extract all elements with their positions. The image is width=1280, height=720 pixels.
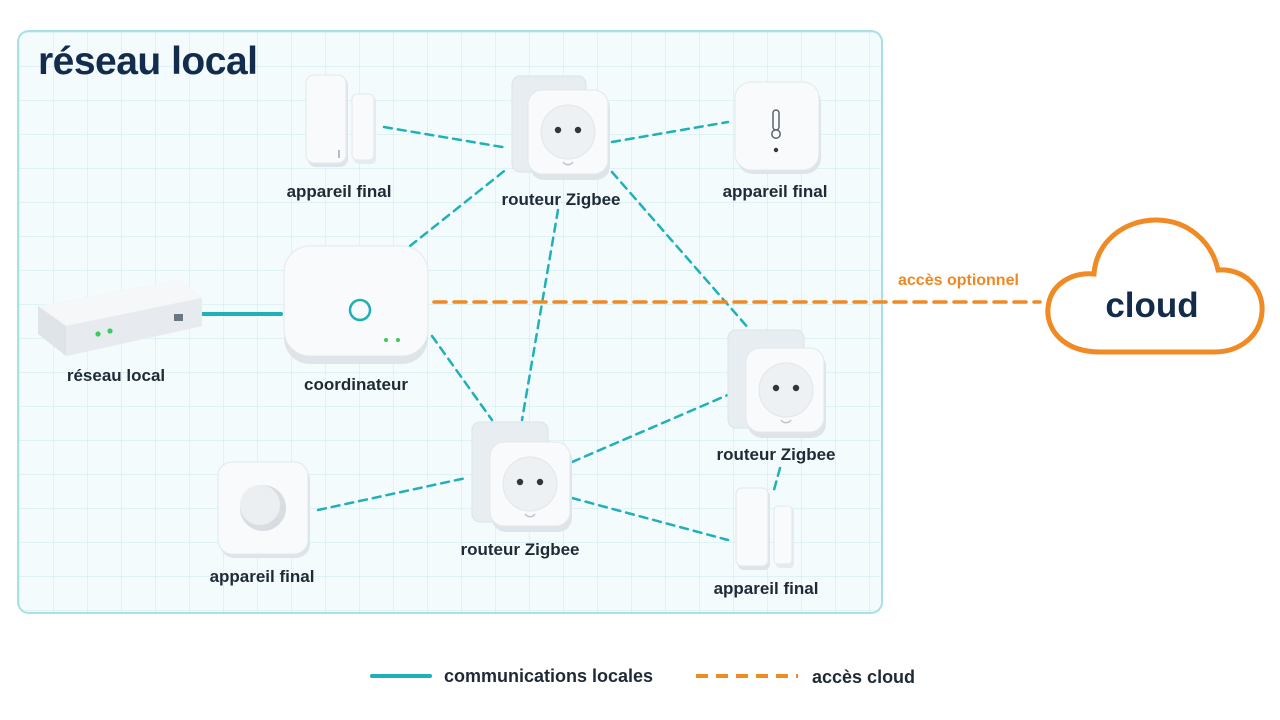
router-plug-bottom[interactable] (470, 420, 574, 536)
internet-box-label: réseau local (66, 366, 166, 385)
link-router-bottom-router-right (570, 392, 732, 464)
end-device-label-bottom-right: appareil final (713, 579, 819, 598)
legend-cloud-line (696, 674, 798, 678)
internet-box[interactable] (30, 276, 206, 358)
router-label-top: routeur Zigbee (501, 190, 621, 209)
link-motion-router-bottom (316, 476, 468, 512)
legend-cloud-label: accès cloud (812, 667, 916, 687)
link-router-top-router-right (610, 170, 752, 332)
router-label-bottom: routeur Zigbee (460, 540, 580, 559)
router-plug-top[interactable] (510, 72, 612, 188)
optional-access-label: accès optionnel (898, 272, 1019, 289)
end-device-label-bottom-left: appareil final (209, 567, 315, 586)
contact-sensor-bottom[interactable] (734, 486, 796, 572)
coordinator-label: coordinateur (304, 375, 408, 394)
cloud-shape[interactable] (1040, 212, 1270, 360)
thermometer-sensor[interactable] (733, 80, 823, 176)
router-plug-right[interactable] (726, 328, 828, 442)
end-device-label-top-left: appareil final (286, 182, 392, 201)
coordinator-hub[interactable] (280, 244, 432, 368)
contact-sensor-top[interactable] (304, 74, 380, 172)
link-router-right-contact-bottom (772, 466, 782, 492)
legend-local-line (370, 674, 432, 678)
link-coordinator-router-bottom (430, 334, 494, 422)
cloud-label: cloud (1105, 286, 1199, 325)
legend-local-label: communications locales (444, 666, 654, 686)
end-device-label-top-right: appareil final (722, 182, 828, 201)
link-contact-router-top (382, 125, 510, 150)
link-router-top-thermo (610, 120, 730, 144)
motion-sensor[interactable] (216, 460, 312, 560)
router-label-right: routeur Zigbee (716, 445, 836, 464)
link-router-bottom-contact-bottom (570, 496, 730, 542)
link-coordinator-router-top (408, 166, 510, 248)
link-router-top-router-bottom (520, 208, 560, 422)
zone-title: réseau local (38, 40, 258, 83)
